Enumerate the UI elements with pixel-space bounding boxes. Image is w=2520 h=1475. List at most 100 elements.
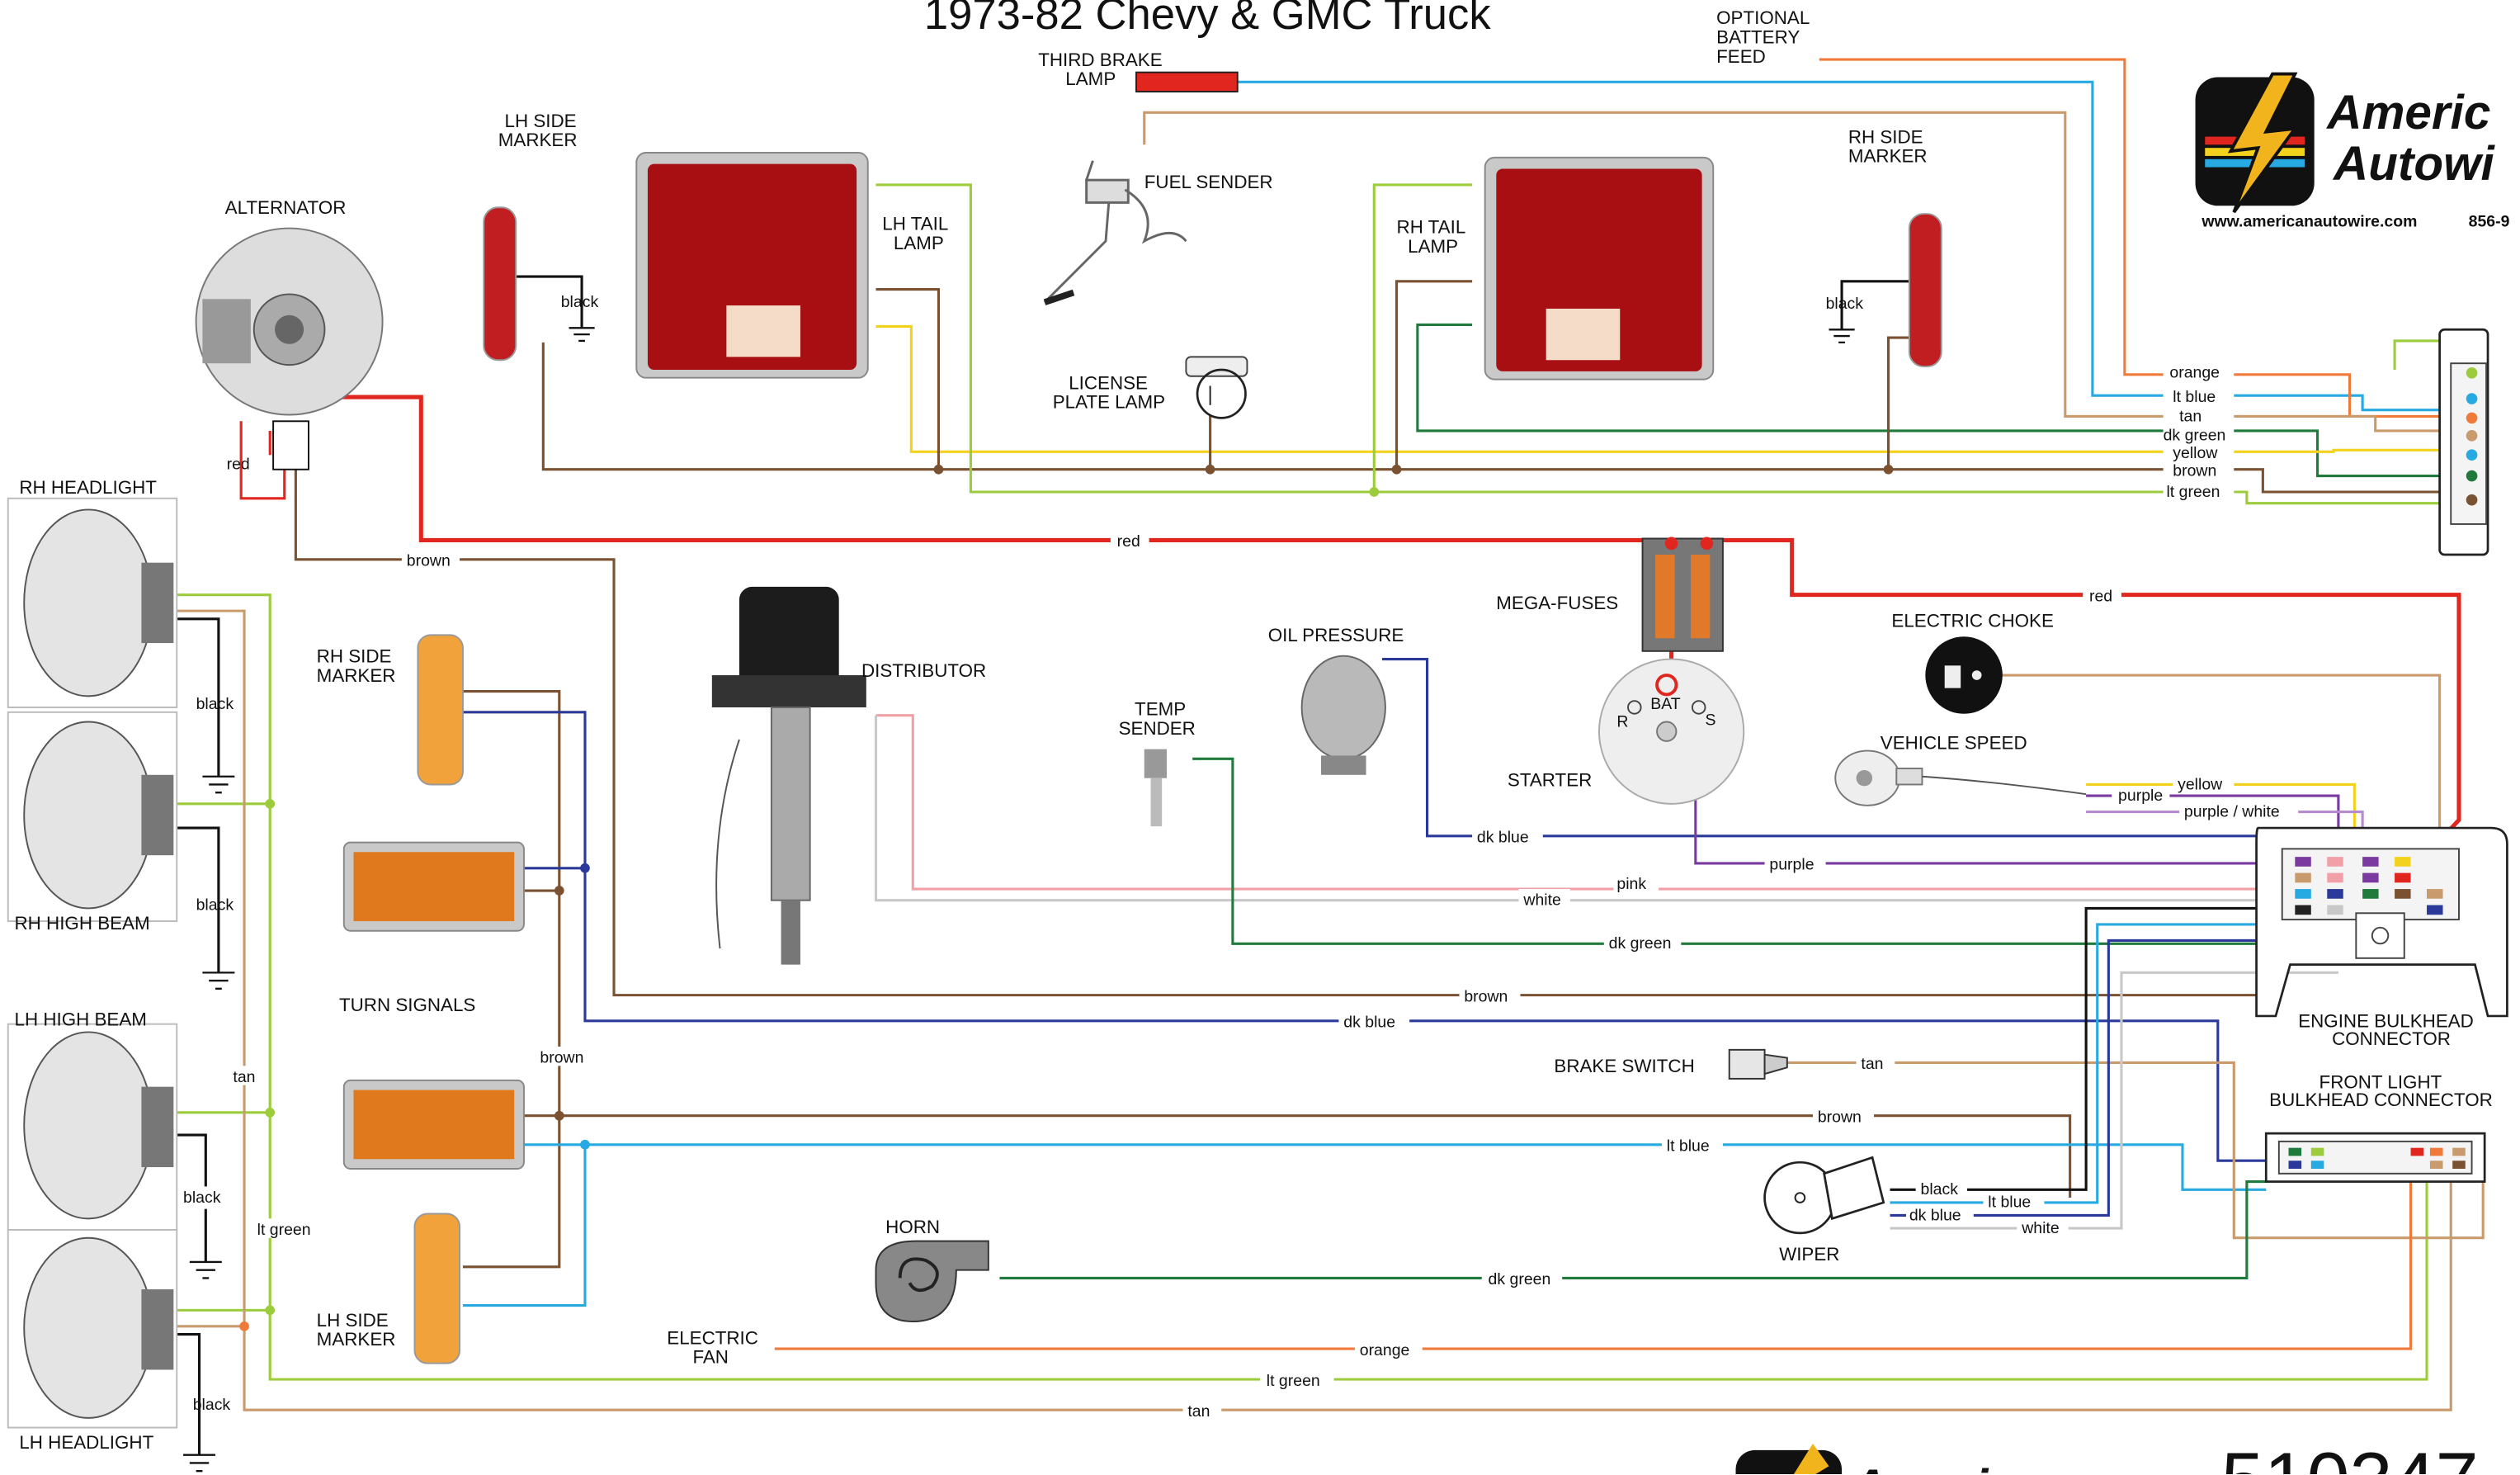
wire-label-dk-blue: dk blue: [1343, 1014, 1395, 1032]
wire-dkgreen-rh-tail: [1416, 323, 2456, 478]
rear-connector-icon: [2438, 328, 2489, 556]
wire-black-wiper: [1890, 906, 2311, 1191]
lh-headlight-label: LH HEADLIGHT: [19, 1432, 153, 1453]
junction-dot: [1369, 487, 1380, 497]
rear-connector-labels: orange lt blue tan dk green yellow brown…: [2163, 363, 2234, 508]
wire-brown-rhmarker-front: [462, 689, 561, 1269]
lh-side-marker-rear-icon: [483, 206, 517, 362]
wire-black-hl3: [177, 1133, 207, 1262]
wire-ltgreen-rear: [875, 183, 2456, 505]
engine-bulkhead-connector-icon: [2255, 826, 2508, 1018]
temp-sender-icon: [1144, 749, 1168, 827]
brand-phone: 856-9: [2469, 213, 2510, 231]
wire-label-black: black: [196, 695, 234, 713]
wire-label-lt-green: lt green: [257, 1221, 311, 1239]
vehicle-speed-icon: [1834, 749, 2087, 806]
wire-white-dist: [874, 715, 2311, 902]
mega-fuses-label: MEGA-FUSES: [1496, 593, 1618, 613]
brake-switch-icon: [1728, 1048, 1788, 1080]
rh-high-beam-icon: [7, 711, 178, 923]
wire-black-hl1: [177, 617, 220, 777]
wire-tan-fuel: [1143, 111, 2456, 433]
wire-yellow-lh-tail: [875, 324, 2456, 453]
rh-high-beam-label: RH HIGH BEAM: [15, 913, 150, 934]
wire-label-black: black: [183, 1189, 221, 1207]
wire-label-dk-green: dk green: [1489, 1270, 1551, 1288]
brake-switch-label: BRAKE SWITCH: [1554, 1056, 1694, 1076]
wire-label-lt-green: lt green: [1267, 1372, 1320, 1390]
rear-wire-label: lt blue: [2173, 388, 2216, 406]
wire-dkgreen-horn: [999, 1180, 2267, 1279]
junction-dot: [554, 886, 564, 896]
wire-ltgreen-rhtail: [1372, 183, 1473, 492]
ground-icon: [1829, 329, 1855, 344]
logo-text-line1: Americ: [2325, 86, 2490, 139]
wire-ltgreen-hb1: [177, 802, 271, 1312]
wire-label-tan: tan: [233, 1068, 255, 1086]
turn-signals-label: TURN SIGNALS: [339, 995, 475, 1015]
wire-label-black: black: [1826, 295, 1864, 313]
junction-dot: [265, 1107, 276, 1118]
junction-dot: [580, 1139, 590, 1150]
third-brake-lamp-icon: [1135, 71, 1239, 92]
starter-icon: [1597, 658, 1745, 805]
wire-label-dk-blue: dk blue: [1477, 829, 1529, 847]
wire-orange-fan: [774, 1173, 2413, 1350]
alternator-icon: [195, 227, 384, 470]
wire-black-lhmarker: [514, 275, 583, 329]
wire-brown-rear: [541, 342, 2456, 494]
wire-labels: red red red brown black black black blac…: [167, 293, 2299, 1421]
brand-url: www.americanautowire.com: [2201, 213, 2417, 231]
logo-text-line2: Autowi: [2332, 137, 2495, 191]
ground-icon: [189, 1260, 222, 1279]
junction-dot: [265, 799, 276, 809]
wire-red-alt-loop: [239, 421, 286, 500]
rh-headlight-label: RH HEADLIGHT: [19, 477, 157, 498]
junction-dot: [1205, 464, 1215, 475]
wire-label-lt-blue: lt blue: [1667, 1137, 1710, 1156]
ground-icon: [183, 1454, 215, 1473]
rear-wire-label: yellow: [2173, 444, 2218, 462]
footer-logo: Ameri: [1735, 1444, 1989, 1475]
wire-label-red: red: [2089, 587, 2112, 605]
rh-headlight-icon: [7, 497, 178, 708]
wire-label-yellow: yellow: [2178, 775, 2223, 793]
starter-r-label: R: [1616, 712, 1628, 730]
lh-side-marker-front-icon: [413, 1213, 461, 1364]
oil-pressure-icon: [1300, 655, 1386, 775]
wire-label-purple: purple: [2118, 787, 2163, 805]
wiper-label: WIPER: [1779, 1244, 1839, 1265]
junction-dot: [580, 863, 590, 873]
wire-ltgreen-front: [177, 593, 2428, 1381]
electric-choke-icon: [1925, 636, 2003, 714]
junction-dot: [1883, 464, 1894, 475]
rh-tail-lamp-icon: [1484, 156, 1715, 381]
starter-label: STARTER: [1508, 769, 1592, 790]
distributor-icon: [711, 586, 866, 965]
rh-side-marker-front-icon: [417, 634, 464, 786]
wire-brown-rhmarker: [1886, 336, 1909, 470]
lh-headlight-icon: [7, 1229, 178, 1429]
wire-label-brown: brown: [1818, 1108, 1862, 1126]
wire-label-orange: orange: [1360, 1341, 1410, 1359]
wire-red-main: [305, 395, 2461, 883]
rh-side-marker-rear-icon: [1908, 213, 1942, 368]
ground-icon: [569, 327, 595, 343]
lh-high-beam-label: LH HIGH BEAM: [15, 1009, 147, 1030]
junction-dot: [1391, 464, 1402, 475]
wire-dkblue-oil: [1382, 657, 2311, 838]
lh-tail-lamp-icon: [635, 152, 869, 379]
wire-label-brown: brown: [407, 552, 451, 570]
junction-dots: [239, 464, 1894, 1331]
rear-wire-label: dk green: [2164, 427, 2226, 445]
fuel-sender-icon: [1043, 160, 1187, 305]
rear-wire-label: brown: [2173, 462, 2216, 480]
